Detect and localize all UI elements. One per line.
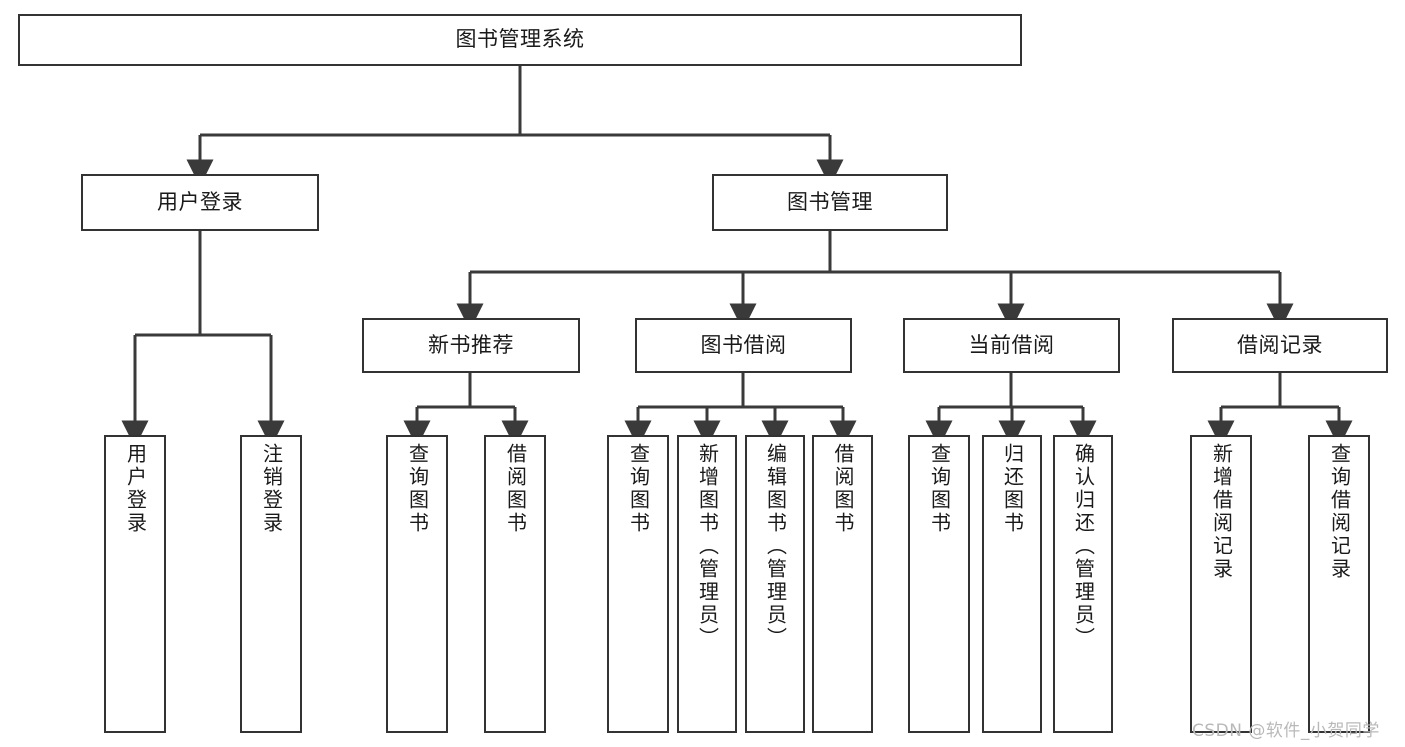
- node-current-borrow[interactable]: 当前借阅: [903, 318, 1120, 373]
- leaf-currentborrow-confirm-return[interactable]: 确认归还（管理员）: [1053, 435, 1113, 733]
- node-borrow-record-label: 借阅记录: [1237, 332, 1323, 357]
- leaf-bookborrow-edit-book[interactable]: 编辑图书（管理员）: [745, 435, 805, 733]
- leaf-borrowrecord-query-record[interactable]: 查询借阅记录: [1308, 435, 1370, 733]
- leaf-newbook-query-book-label: 查询图书: [405, 443, 430, 535]
- node-user-login-label: 用户登录: [157, 189, 243, 214]
- node-current-borrow-label: 当前借阅: [968, 332, 1055, 357]
- leaf-bookborrow-query-book[interactable]: 查询图书: [607, 435, 669, 733]
- leaf-bookborrow-borrow-book[interactable]: 借阅图书: [812, 435, 873, 733]
- leaf-borrowrecord-add-record[interactable]: 新增借阅记录: [1190, 435, 1252, 733]
- leaf-newbook-borrow-book[interactable]: 借阅图书: [484, 435, 546, 733]
- leaf-user-logout[interactable]: 注销登录: [240, 435, 302, 733]
- leaf-bookborrow-add-book-label: 新增图书（管理员）: [695, 443, 720, 650]
- leaf-newbook-query-book[interactable]: 查询图书: [386, 435, 448, 733]
- leaf-borrowrecord-add-record-label: 新增借阅记录: [1209, 443, 1234, 581]
- leaf-currentborrow-confirm-return-label: 确认归还（管理员）: [1071, 443, 1096, 650]
- leaf-currentborrow-return-book-label: 归还图书: [1000, 443, 1025, 535]
- leaf-user-logout-label: 注销登录: [259, 443, 284, 535]
- node-root-label: 图书管理系统: [455, 27, 585, 52]
- node-book-management-label: 图书管理: [787, 189, 873, 214]
- node-root[interactable]: 图书管理系统: [18, 14, 1022, 66]
- node-book-borrow[interactable]: 图书借阅: [635, 318, 852, 373]
- leaf-user-login[interactable]: 用户登录: [104, 435, 166, 733]
- leaf-bookborrow-borrow-book-label: 借阅图书: [831, 443, 855, 535]
- leaf-newbook-borrow-book-label: 借阅图书: [503, 443, 528, 535]
- node-borrow-record[interactable]: 借阅记录: [1172, 318, 1388, 373]
- leaf-currentborrow-return-book[interactable]: 归还图书: [982, 435, 1042, 733]
- leaf-bookborrow-query-book-label: 查询图书: [626, 443, 651, 535]
- watermark: CSDN @软件_小贺同学: [1192, 721, 1380, 741]
- leaf-bookborrow-edit-book-label: 编辑图书（管理员）: [763, 443, 788, 650]
- node-new-book-recommend-label: 新书推荐: [428, 332, 514, 357]
- leaf-currentborrow-query-book[interactable]: 查询图书: [908, 435, 970, 733]
- node-book-borrow-label: 图书借阅: [700, 332, 787, 357]
- leaf-user-login-label: 用户登录: [123, 443, 148, 535]
- node-user-login[interactable]: 用户登录: [81, 174, 319, 231]
- node-new-book-recommend[interactable]: 新书推荐: [362, 318, 580, 373]
- node-book-management[interactable]: 图书管理: [712, 174, 948, 231]
- leaf-bookborrow-add-book[interactable]: 新增图书（管理员）: [677, 435, 737, 733]
- leaf-borrowrecord-query-record-label: 查询借阅记录: [1327, 443, 1352, 581]
- leaf-currentborrow-query-book-label: 查询图书: [927, 443, 952, 535]
